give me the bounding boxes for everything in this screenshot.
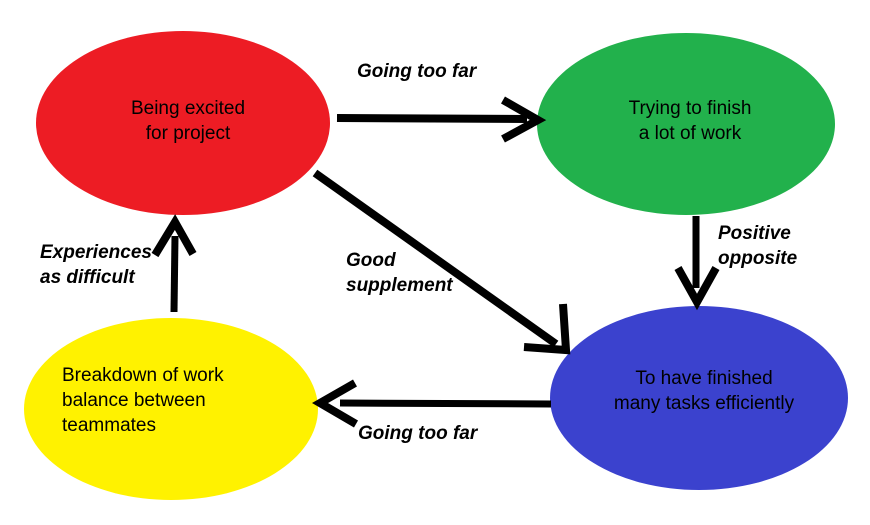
edge-arrow-left[interactable] [151,214,197,313]
edge-arrow-top[interactable] [336,96,547,143]
edge-arrow-bottom[interactable] [312,379,552,428]
edge-label-positive-opposite: Positive opposite [718,223,798,269]
edge-label-good-supplement: Good supplement [346,250,453,296]
node-ellipse-yellow[interactable] [24,318,318,500]
edge-arrow-right[interactable] [674,216,720,311]
edge-label-going-too-far-bottom: Going too far [358,423,478,444]
node-ellipse-blue[interactable] [550,306,848,490]
edge-label-experiences-as-difficult: Experiences as difficult [40,242,152,288]
node-ellipse-red[interactable] [36,31,330,215]
node-ellipse-green[interactable] [537,33,835,215]
edge-label-going-too-far-top: Going too far [357,61,477,82]
edge-arrow-diagonal[interactable] [312,169,571,355]
